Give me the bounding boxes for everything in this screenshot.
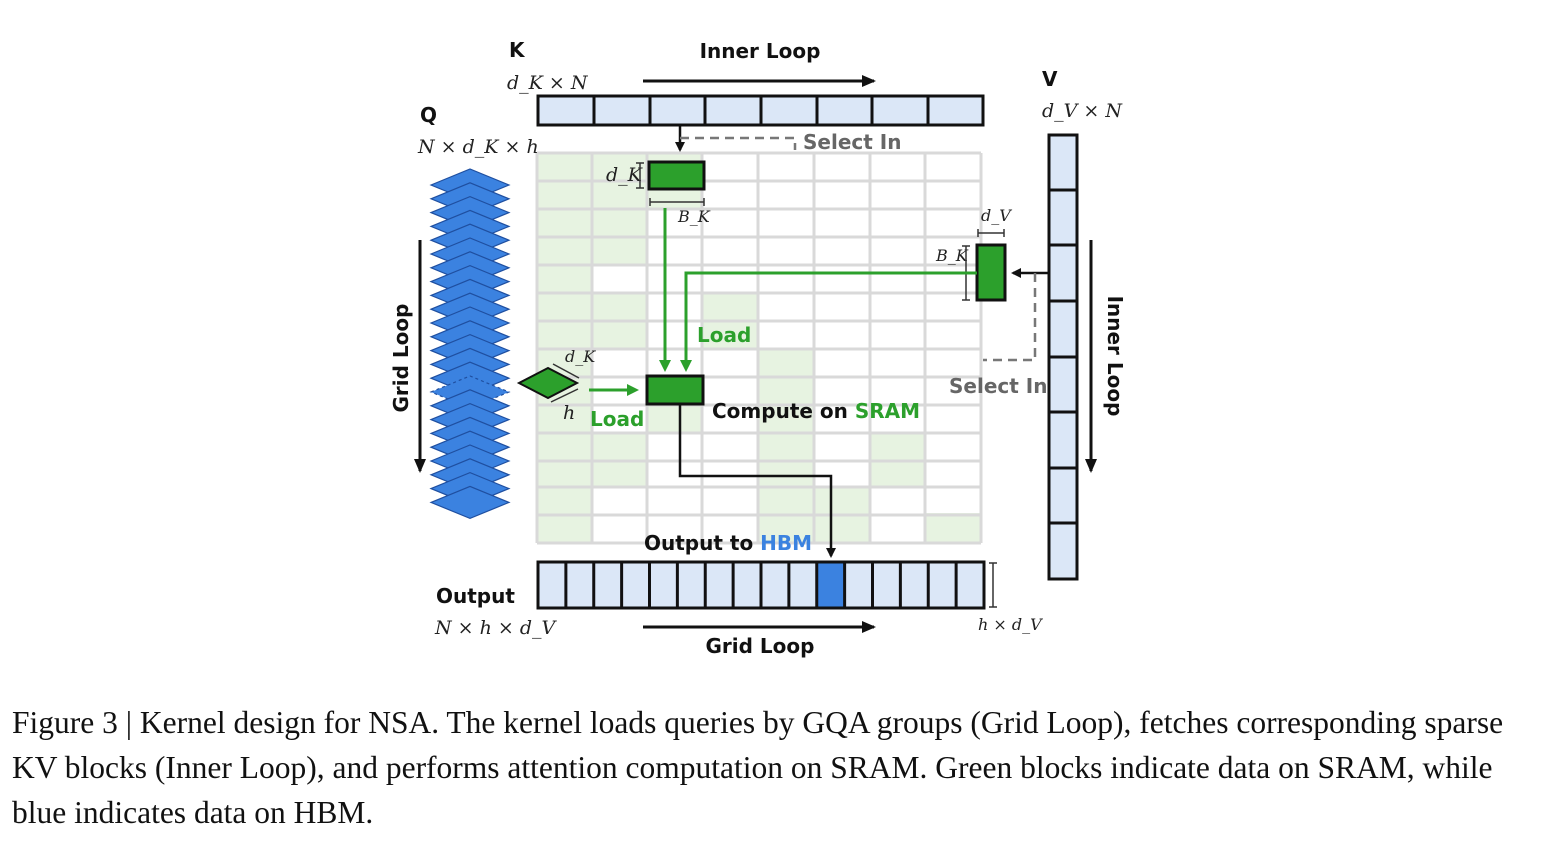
output-to-prefix: Output to bbox=[644, 531, 760, 555]
v-block-dv-label: d_V bbox=[981, 206, 1012, 225]
out-block-bracket bbox=[989, 562, 997, 608]
q-block-h-label: h bbox=[563, 402, 575, 424]
q-block-dk-label: d_K bbox=[565, 347, 596, 366]
output-to-label: Output to HBM bbox=[644, 531, 812, 555]
output-to-highlight: HBM bbox=[760, 531, 812, 555]
output-label: Output bbox=[436, 584, 515, 608]
compute-label: Compute on SRAM bbox=[712, 399, 920, 423]
k-block-bk-bracket bbox=[649, 198, 705, 206]
output-dims-label: N × h × d_V bbox=[434, 617, 558, 639]
grid-loop-bottom-label: Grid Loop bbox=[706, 634, 815, 658]
v-matrix bbox=[1047, 133, 1079, 581]
q-block-dk-bracket bbox=[552, 363, 580, 379]
compute-sram-block bbox=[645, 374, 705, 406]
q-block bbox=[429, 485, 511, 520]
q-block-h-bracket bbox=[550, 388, 579, 403]
output-highlight-cell bbox=[816, 562, 845, 608]
k-matrix bbox=[536, 94, 985, 127]
inner-loop-top-label: Inner Loop bbox=[700, 39, 821, 63]
output-path-arrow bbox=[678, 404, 836, 558]
output-border bbox=[536, 560, 986, 610]
attention-grid bbox=[535, 151, 983, 545]
q-label: Q bbox=[420, 103, 437, 127]
load-kv-label: Load bbox=[697, 323, 751, 347]
select-in-right-label: Select In bbox=[949, 374, 1047, 398]
output-matrix bbox=[536, 560, 986, 610]
k-block-dk-bracket bbox=[636, 162, 644, 189]
figure-caption: Figure 3 | Kernel design for NSA. The ke… bbox=[12, 705, 1504, 830]
v-dims-label: d_V × N bbox=[1042, 100, 1123, 122]
load-q-label: Load bbox=[590, 407, 644, 431]
v-label: V bbox=[1042, 67, 1058, 91]
compute-label-highlight: SRAM bbox=[855, 399, 920, 423]
v-block-bk-label: B_K bbox=[935, 246, 969, 265]
v-load-arrow bbox=[680, 271, 977, 372]
grid-lines bbox=[535, 151, 983, 545]
nsa-kernel-diagram: K d_K × N Inner Loop Select In d_K B_K V… bbox=[389, 38, 1127, 658]
q-stack bbox=[429, 168, 511, 520]
select-in-top-label: Select In bbox=[803, 130, 901, 154]
v-sram-block bbox=[975, 243, 1007, 302]
inner-loop-right-label: Inner Loop bbox=[1103, 296, 1127, 417]
k-label: K bbox=[509, 38, 526, 62]
k-block-bk-label: B_K bbox=[677, 207, 711, 226]
q-dims-label: N × d_K × h bbox=[417, 136, 539, 158]
k-block-dk-label: d_K bbox=[606, 164, 644, 186]
select-in-right-dashed bbox=[983, 273, 1037, 362]
out-block-dims-label: h × d_V bbox=[978, 615, 1043, 634]
q-sram-block bbox=[516, 366, 580, 400]
select-in-top-dashed bbox=[680, 136, 797, 150]
grid-loop-left-label: Grid Loop bbox=[389, 304, 413, 413]
k-sram-block bbox=[647, 160, 706, 191]
v-block-dv-bracket bbox=[977, 229, 1005, 237]
k-dims-label: d_K × N bbox=[507, 72, 589, 94]
compute-label-prefix: Compute on bbox=[712, 399, 855, 423]
